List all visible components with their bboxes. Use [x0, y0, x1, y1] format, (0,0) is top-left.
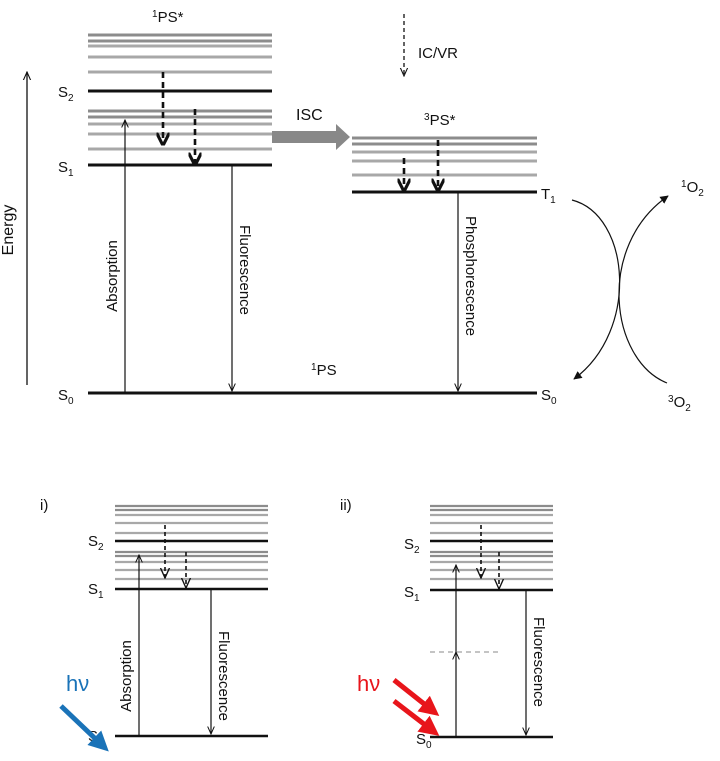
triplet-ps-star-label: 3PS* [424, 112, 456, 129]
panel-i-fluorescence-label: Fluorescence [215, 631, 232, 721]
isc-label: ISC [296, 107, 323, 124]
panel-i-s1-vibrational-levels [115, 550, 268, 581]
main-diagram: 1PS* IC/VR Energy S2 S1 [0, 9, 704, 414]
panel-ii-s1-vibrational-levels [430, 550, 553, 581]
triplet-oxygen-label: 3O2 [668, 394, 691, 414]
absorption-label: Absorption [104, 240, 121, 312]
panel-i-absorption-label: Absorption [118, 640, 135, 712]
panel-i-s1-label: S1 [88, 581, 104, 601]
panel-i-photon-arrow [59, 704, 109, 752]
panel-ii-photon-label: hν [357, 671, 380, 696]
panel-ii-s2-label: S2 [404, 536, 420, 556]
t1-vibrational-levels [352, 136, 537, 177]
energy-axis-label: Energy [0, 205, 17, 256]
s2-vibrational-levels [88, 33, 272, 74]
panel-i-photon-label: hν [66, 671, 89, 696]
s1-vibrational-levels [88, 109, 272, 151]
panel-ii-fluorescence-label: Fluorescence [530, 617, 547, 707]
s1-label: S1 [58, 159, 74, 179]
singlet-oxygen-label: 1O2 [681, 179, 704, 199]
panel-ii-s1-label: S1 [404, 584, 420, 604]
singlet-ps-star-label: 1PS* [152, 9, 184, 26]
s2-label: S2 [58, 84, 74, 104]
panel-two-photon: ii) S2 S1 S0 [340, 497, 553, 751]
panel-i-label: i) [40, 497, 48, 514]
panel-ii-photon-arrow-2 [392, 699, 440, 736]
ground-ps-label: 1PS [311, 362, 337, 379]
energy-transfer-curve-3o2-to-1o2 [618, 195, 669, 384]
s0-left-label: S0 [58, 387, 74, 407]
panel-one-photon: i) S2 S1 S0 Absorption [40, 497, 268, 752]
panel-ii-s2-vibrational-levels [430, 504, 553, 535]
panel-i-s2-vibrational-levels [115, 504, 268, 535]
panel-i-s2-label: S2 [88, 533, 104, 553]
ic-vr-legend-label: IC/VR [418, 45, 458, 62]
s0-right-label: S0 [541, 387, 557, 407]
panel-ii-label: ii) [340, 497, 352, 514]
panel-ii-s0-label: S0 [416, 731, 432, 751]
energy-transfer-curve-t1-to-s0 [571, 199, 621, 380]
t1-label: T1 [541, 186, 556, 206]
fluorescence-label: Fluorescence [236, 225, 253, 315]
phosphorescence-label: Phosphorescence [462, 216, 479, 336]
panel-ii-photon-arrow-1 [392, 678, 440, 716]
isc-arrow [272, 124, 350, 150]
